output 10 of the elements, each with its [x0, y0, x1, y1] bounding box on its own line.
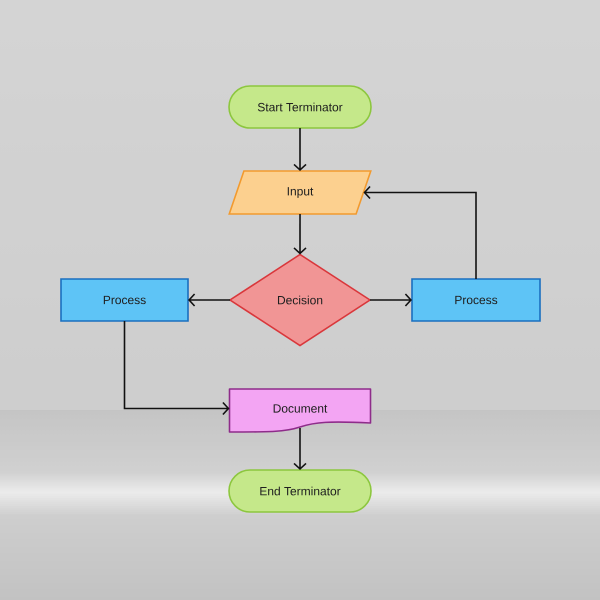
process-box: Process — [411, 278, 541, 322]
arrow — [293, 128, 307, 171]
process-box: Process — [60, 278, 189, 322]
arrow — [293, 428, 307, 470]
arrow — [370, 293, 412, 307]
input-parallelogram: Input — [228, 170, 372, 215]
arrow — [293, 214, 307, 254]
arrow — [363, 186, 477, 279]
arrow — [188, 293, 230, 307]
arrow — [124, 321, 230, 416]
